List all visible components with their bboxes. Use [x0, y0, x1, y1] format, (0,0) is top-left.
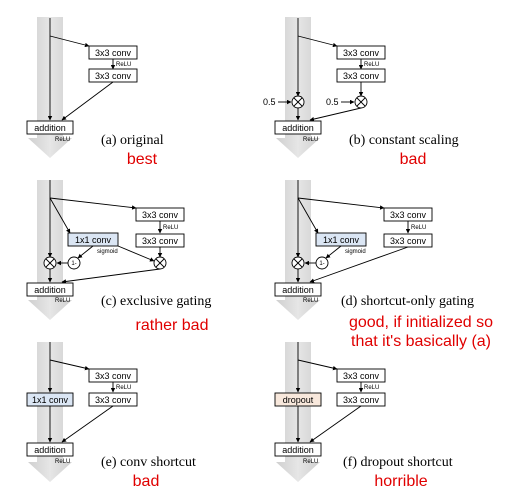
relu-label: ReLU	[116, 385, 131, 391]
addition-box	[274, 120, 322, 135]
panel-verdict: best	[127, 151, 158, 168]
addition-box	[274, 442, 322, 457]
conv3-label: 3x3 conv	[95, 371, 132, 381]
panel-caption: (d) shortcut-only gating	[341, 294, 474, 309]
relu-label: ReLU	[303, 459, 318, 465]
relu-label: ReLU	[55, 137, 70, 143]
conv3-label: 3x3 conv	[95, 71, 132, 81]
panel-d: 3x3 conv ReLU 3x3 conv 1x1 conv sigmoid …	[274, 180, 493, 350]
conv3-label: 3x3 conv	[343, 395, 380, 405]
sigmoid-label: sigmoid	[345, 249, 366, 255]
relu-label: ReLU	[55, 459, 70, 465]
one-minus-label: 1-	[71, 261, 76, 267]
addition-box	[26, 282, 74, 297]
conv3-label: 3x3 conv	[390, 210, 427, 220]
addition-box	[26, 442, 74, 457]
panel-verdict: bad	[400, 151, 427, 168]
conv3-label: 3x3 conv	[343, 71, 380, 81]
panel-verdict-line-1: good, if initialized so	[349, 314, 493, 331]
relu-label: ReLU	[364, 62, 379, 68]
addition-label: addition	[282, 285, 314, 295]
conv3-label: 3x3 conv	[95, 395, 132, 405]
panel-caption: (e) conv shortcut	[101, 455, 196, 470]
conv3-label: 3x3 conv	[343, 371, 380, 381]
one-minus-label: 1-	[319, 261, 324, 267]
panel-caption: (c) exclusive gating	[101, 294, 211, 309]
addition-label: addition	[282, 445, 314, 455]
relu-label: ReLU	[163, 225, 178, 231]
panel-a: 3x3 conv ReLU 3x3 conv addition ReLU (a)…	[26, 17, 164, 168]
panel-verdict: horrible	[374, 473, 427, 490]
panel-caption: (b) constant scaling	[349, 133, 459, 148]
conv1-label: 1x1 conv	[75, 235, 112, 245]
conv1-label: 1x1 conv	[32, 395, 69, 405]
panel-verdict-line-2: that it's basically (a)	[351, 333, 491, 350]
addition-box	[26, 120, 74, 135]
scale-value: 0.5	[263, 97, 276, 107]
relu-label: ReLU	[303, 137, 318, 143]
panel-caption: (f) dropout shortcut	[343, 455, 453, 470]
panel-b: 3x3 conv ReLU 3x3 conv 0.5 0.5 addition …	[263, 17, 459, 168]
relu-label: ReLU	[55, 298, 70, 304]
relu-label: ReLU	[411, 225, 426, 231]
relu-label: ReLU	[116, 62, 131, 68]
addition-label: addition	[34, 123, 66, 133]
panel-verdict: rather bad	[136, 317, 209, 334]
scale-value: 0.5	[326, 97, 339, 107]
dropout-label: dropout	[283, 395, 314, 405]
conv3-label: 3x3 conv	[390, 236, 427, 246]
addition-box	[274, 282, 322, 297]
panel-f: dropout 3x3 conv ReLU 3x3 conv addition …	[274, 342, 453, 490]
addition-label: addition	[34, 445, 66, 455]
panel-e: 1x1 conv 3x3 conv ReLU 3x3 conv addition…	[26, 342, 196, 490]
panel-verdict: bad	[133, 473, 160, 490]
conv3-label: 3x3 conv	[142, 210, 179, 220]
panel-c: 3x3 conv ReLU 3x3 conv 1x1 conv sigmoid …	[26, 180, 211, 334]
conv3-label: 3x3 conv	[95, 48, 132, 58]
addition-label: addition	[282, 123, 314, 133]
addition-label: addition	[34, 285, 66, 295]
conv3-label: 3x3 conv	[142, 236, 179, 246]
relu-label: ReLU	[364, 385, 379, 391]
conv3-label: 3x3 conv	[343, 48, 380, 58]
panel-caption: (a) original	[101, 133, 164, 148]
sigmoid-label: sigmoid	[97, 249, 118, 255]
conv1-label: 1x1 conv	[323, 235, 360, 245]
relu-label: ReLU	[303, 298, 318, 304]
